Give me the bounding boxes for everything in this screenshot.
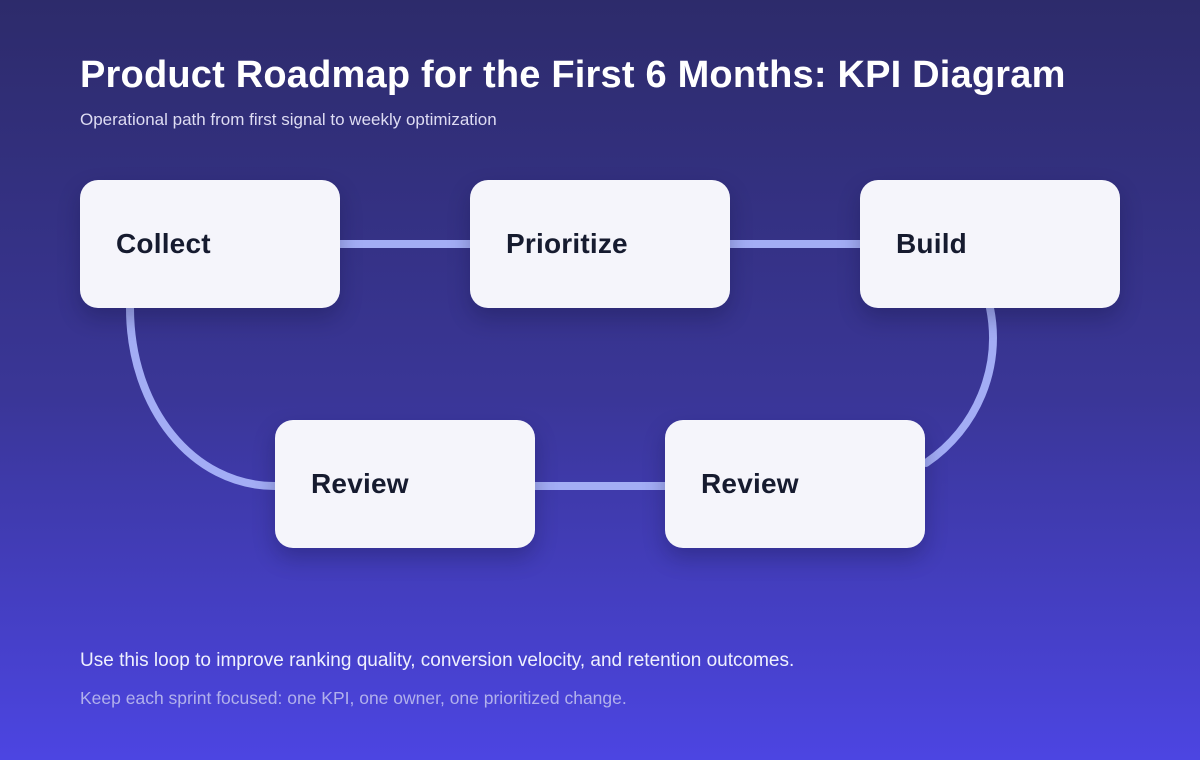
footer-note: Keep each sprint focused: one KPI, one o… [80, 688, 627, 708]
connector-build-review2-curve [922, 304, 997, 467]
node-build: Build [860, 180, 1120, 308]
page-subtitle: Operational path from first signal to we… [80, 110, 497, 129]
node-collect: Collect [80, 180, 340, 308]
node-prioritize: Prioritize [470, 180, 730, 308]
node-prioritize-label: Prioritize [506, 228, 628, 259]
node-review-1-label: Review [311, 468, 409, 499]
node-build-label: Build [896, 228, 967, 259]
node-review-1: Review [275, 420, 535, 548]
node-review-2-label: Review [701, 468, 799, 499]
node-review-2: Review [665, 420, 925, 548]
connector-collect-review1-curve [126, 304, 279, 490]
connector-group [126, 240, 997, 490]
page-title: Product Roadmap for the First 6 Months: … [80, 54, 1066, 96]
node-collect-label: Collect [116, 228, 211, 259]
footer-summary: Use this loop to improve ranking quality… [80, 650, 795, 671]
